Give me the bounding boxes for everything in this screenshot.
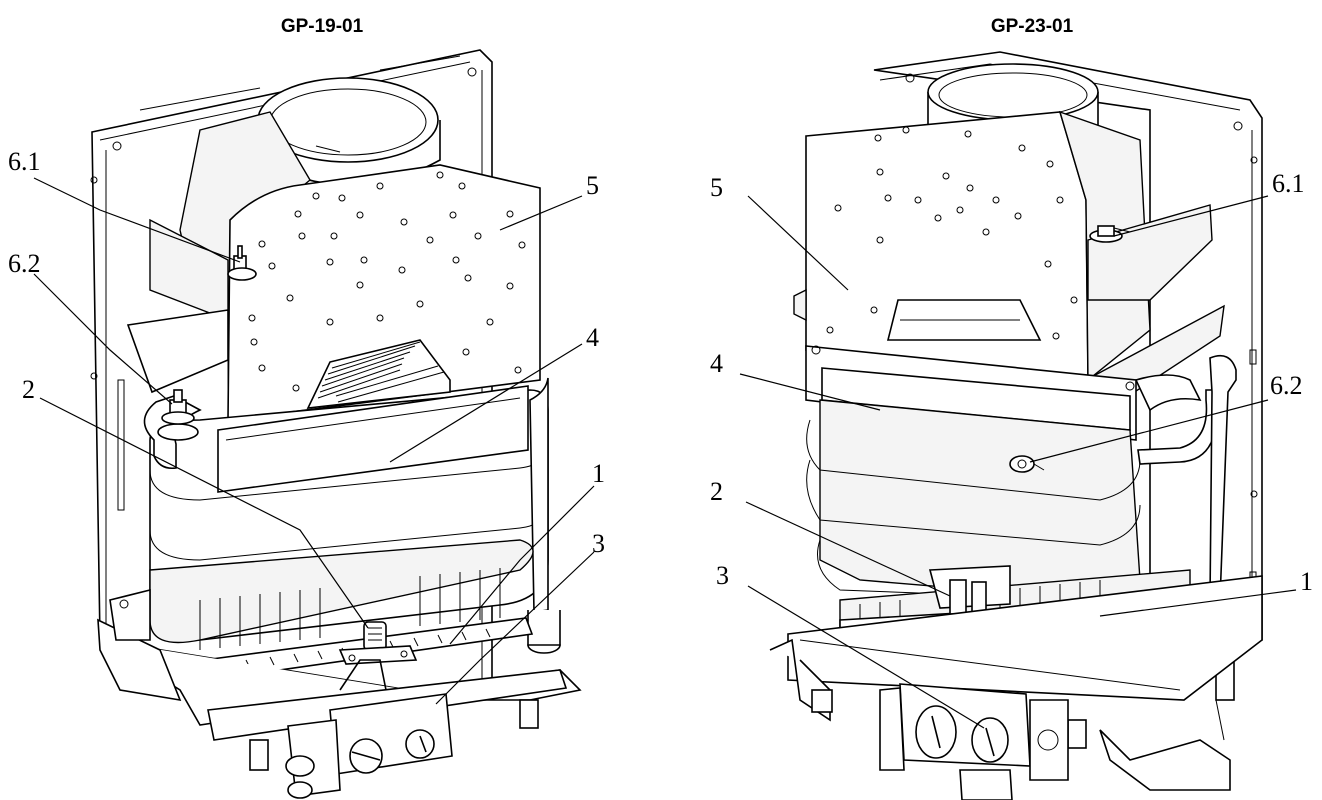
side-deflector (126, 309, 229, 394)
callout-4: 4 (710, 349, 723, 378)
base-tray (769, 575, 1263, 791)
callout-4: 4 (586, 323, 599, 352)
callout-5: 5 (586, 171, 599, 200)
callout-leaders-left (33, 177, 595, 705)
control-block-part-3 (879, 683, 1069, 800)
ignition-electrode-part-2 (338, 621, 418, 665)
draft-hood-part-5 (179, 111, 541, 421)
draft-hood-part-5 (793, 110, 1225, 396)
sensor-6-1 (1089, 225, 1131, 243)
hood-rivets (248, 171, 526, 392)
diagram-title: GP-23-01 (991, 16, 1074, 37)
callout-3: 3 (716, 561, 729, 590)
hood-rivets (826, 126, 1078, 340)
callout-2: 2 (710, 477, 723, 506)
callout-leaders-right (739, 195, 1297, 729)
callout-6-2: 6.2 (1270, 371, 1303, 400)
diagram-gp-19-01: GP-19-01 (8, 16, 605, 799)
callout-1: 1 (1300, 567, 1313, 596)
callout-2: 2 (22, 375, 35, 404)
callout-6-1: 6.1 (1272, 169, 1305, 198)
sensor-6-2 (1009, 455, 1045, 473)
heat-exchanger-part-4 (805, 345, 1237, 701)
sensor-6-2 (161, 389, 195, 425)
control-block-part-3 (285, 659, 453, 799)
callout-1: 1 (592, 459, 605, 488)
sensor-6-1 (227, 245, 257, 281)
diagram-gp-23-01: GP-23-01 (710, 16, 1313, 800)
callout-5: 5 (710, 173, 723, 202)
diagram-title: GP-19-01 (281, 16, 364, 37)
callout-6-2: 6.2 (8, 249, 41, 278)
callout-3: 3 (592, 529, 605, 558)
callout-6-1: 6.1 (8, 147, 41, 176)
